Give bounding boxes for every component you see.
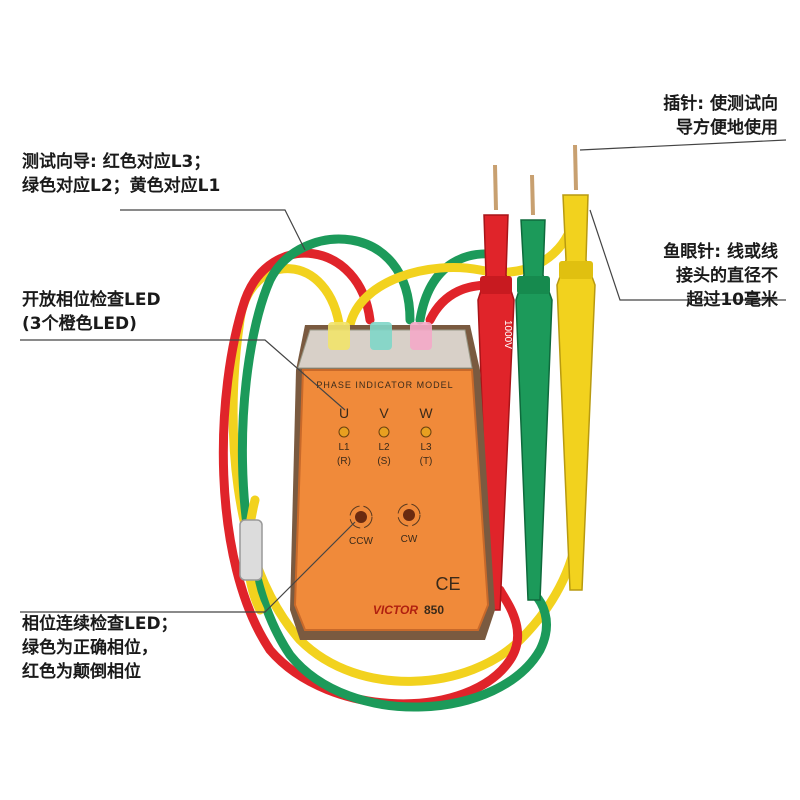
strain-relief [239, 519, 263, 581]
phase-line: L1 [338, 442, 350, 453]
phase-letter: V [379, 405, 389, 421]
phase-code: (S) [377, 456, 390, 467]
callout-text: 超过10毫米 [686, 290, 778, 310]
test-lead-wires [218, 225, 585, 712]
callout-text: 绿色为正确相位， [22, 638, 158, 658]
callout-text: 鱼眼针: 线或线 [663, 242, 778, 262]
cw-led [403, 509, 415, 521]
brand-logo: VICTOR [373, 603, 418, 617]
callout-text: 相位连续检查LED； [22, 614, 178, 634]
callout-text: 插针: 使测试向 [663, 94, 778, 114]
callout-fisheye-pin: 鱼眼针: 线或线 接头的直径不 超过10毫米 [663, 240, 778, 312]
phase-letter: W [419, 405, 433, 421]
ce-mark: CE [435, 574, 460, 594]
test-probes: 1000V [477, 144, 596, 611]
model-title: PHASE INDICATOR MODEL [316, 380, 453, 390]
rotation-cw: CW [397, 503, 421, 545]
callout-text: 开放相位检查LED [22, 290, 161, 310]
green-wire [237, 234, 551, 712]
probe-rating: 1000V [502, 320, 513, 349]
open-phase-led-2 [378, 426, 390, 438]
phase-indicator-device: PHASE INDICATOR MODEL U L1 (R) V L2 (S) … [290, 322, 495, 640]
yellow-wire-2 [345, 225, 575, 330]
callout-phase-sequence-led: 相位连续检查LED； 绿色为正确相位， 红色为颠倒相位 [22, 612, 178, 684]
phase-letter: U [339, 405, 349, 421]
phase-code: (R) [337, 456, 351, 467]
callout-text: 导方便地使用 [676, 118, 778, 138]
phase-code: (T) [420, 456, 433, 467]
yellow-probe [556, 144, 596, 591]
callout-text: 测试向导: 红色对应L3； [22, 152, 211, 172]
green-probe [515, 174, 553, 601]
callout-open-phase-led: 开放相位检查LED (3个橙色LED) [22, 288, 161, 336]
phase-column-u: U L1 (R) [337, 405, 351, 467]
rotation-ccw: CCW [349, 505, 373, 547]
yellow-wire [228, 264, 585, 686]
phase-line: L2 [378, 442, 390, 453]
callout-text: 绿色对应L2；黄色对应L1 [22, 176, 221, 196]
open-phase-led-1 [338, 426, 350, 438]
callout-text: 红色为颠倒相位 [22, 662, 141, 682]
callout-text: (3个橙色LED) [22, 314, 137, 334]
phase-line: L3 [420, 442, 432, 453]
model-number: 850 [424, 603, 444, 617]
callout-test-leads: 测试向导: 红色对应L3； 绿色对应L2；黄色对应L1 [22, 150, 220, 198]
ccw-label: CCW [349, 536, 373, 547]
phase-column-v: V L2 (S) [377, 405, 390, 467]
open-phase-led-3 [420, 426, 432, 438]
ccw-led [355, 511, 367, 523]
callout-plug-pin: 插针: 使测试向 导方便地使用 [663, 92, 778, 140]
phase-column-w: W L3 (T) [419, 405, 433, 467]
cw-label: CW [401, 534, 418, 545]
annotation-lines [20, 139, 787, 613]
callout-text: 接头的直径不 [676, 266, 778, 286]
